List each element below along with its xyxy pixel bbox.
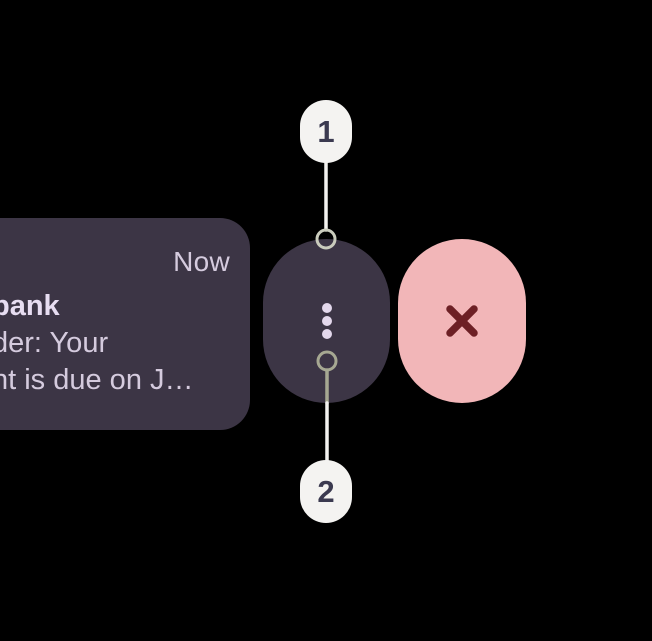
notification-card[interactable]: Now bank der: Your nt is due on J… <box>0 218 250 430</box>
notification-title: bank <box>0 290 60 322</box>
notification-timestamp: Now <box>173 246 230 277</box>
notification-settings-button[interactable] <box>263 239 390 403</box>
notification-body-line1: der: Your <box>0 327 109 359</box>
kebab-dot <box>321 303 332 313</box>
callout-2-number: 2 <box>317 473 335 509</box>
close-x-icon <box>446 305 478 337</box>
notification-body-line2: nt is due on J… <box>0 364 194 396</box>
more-options-kebab-icon <box>321 303 332 339</box>
kebab-dot <box>321 329 332 339</box>
callout-badge-2: 2 <box>300 460 352 523</box>
callout-badge-1: 1 <box>300 100 352 163</box>
notification-text: bank der: Your nt is due on J… <box>0 288 272 399</box>
callout-1-number: 1 <box>317 113 335 149</box>
dismiss-button[interactable] <box>398 239 526 403</box>
kebab-dot <box>321 316 332 326</box>
